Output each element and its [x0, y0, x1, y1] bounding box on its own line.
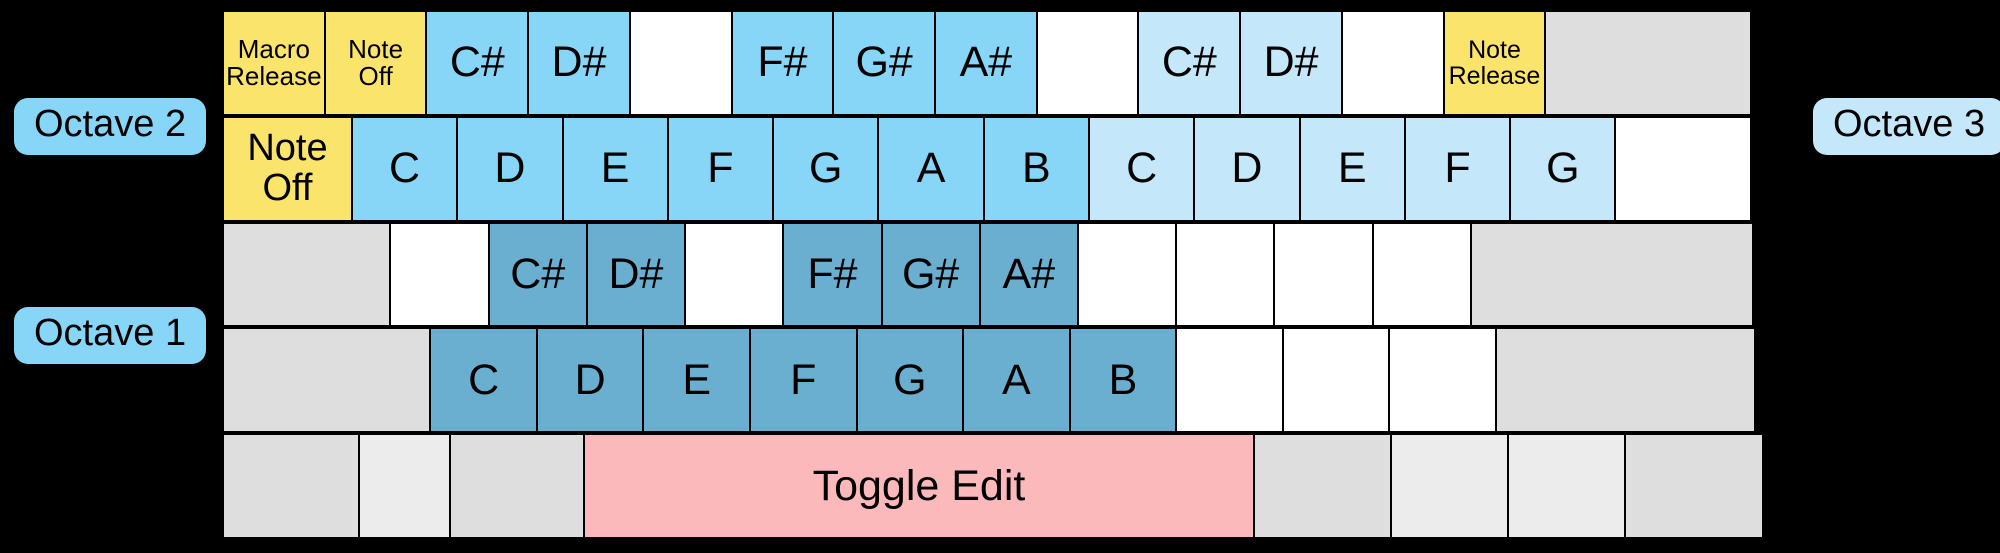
octave1-d[interactable]: D — [535, 327, 645, 434]
blank-key[interactable] — [1273, 221, 1374, 328]
unmapped-key[interactable] — [1469, 221, 1754, 328]
octave2-b[interactable]: B — [982, 115, 1090, 222]
unmapped-key[interactable] — [357, 433, 452, 539]
octave2-a-sharp[interactable]: A# — [934, 10, 1038, 116]
octave2-e[interactable]: E — [561, 115, 669, 222]
unmapped-key[interactable] — [222, 433, 360, 539]
blank-key[interactable] — [389, 221, 490, 328]
blank-key[interactable] — [1614, 115, 1752, 222]
octave2-d[interactable]: D — [456, 115, 564, 222]
octave1-c-sharp[interactable]: C# — [487, 221, 588, 328]
unmapped-key[interactable] — [449, 433, 585, 539]
unmapped-key[interactable] — [1544, 10, 1752, 116]
octave3-g[interactable]: G — [1509, 115, 1617, 222]
octave-1-label: Octave 1 — [14, 307, 207, 364]
octave2-g[interactable]: G — [772, 115, 880, 222]
unmapped-key[interactable] — [1494, 327, 1756, 434]
octave3-d[interactable]: D — [1193, 115, 1301, 222]
octave2-c-sharp[interactable]: C# — [425, 10, 530, 116]
octave1-d-sharp[interactable]: D# — [585, 221, 687, 328]
octave2-f[interactable]: F — [666, 115, 775, 222]
blank-key[interactable] — [1371, 221, 1472, 328]
octave-3-label: Octave 3 — [1813, 98, 2000, 155]
octave1-c[interactable]: C — [429, 327, 538, 434]
octave3-f[interactable]: F — [1403, 115, 1512, 222]
blank-key[interactable] — [1340, 10, 1445, 116]
unmapped-key[interactable] — [1390, 433, 1510, 539]
octave3-e[interactable]: E — [1298, 115, 1406, 222]
octave3-c[interactable]: C — [1087, 115, 1196, 222]
octave-2-label: Octave 2 — [14, 98, 207, 155]
octave1-f-sharp[interactable]: F# — [782, 221, 883, 328]
modifier-row: Toggle Edit — [222, 433, 1778, 541]
unmapped-key[interactable] — [1623, 433, 1764, 539]
blank-key[interactable] — [1281, 327, 1391, 434]
octave1-f[interactable]: F — [749, 327, 858, 434]
octave2-g-sharp[interactable]: G# — [832, 10, 937, 116]
blank-key[interactable] — [1076, 221, 1178, 328]
octave1-b[interactable]: B — [1068, 327, 1178, 434]
blank-key[interactable] — [1388, 327, 1497, 434]
unmapped-key[interactable] — [1507, 433, 1626, 539]
octave2-d-sharp[interactable]: D# — [527, 10, 631, 116]
unmapped-key[interactable] — [222, 221, 392, 328]
octave3-c-sharp[interactable]: C# — [1137, 10, 1242, 116]
octave2-f-sharp[interactable]: F# — [730, 10, 835, 116]
octave1-g[interactable]: G — [855, 327, 965, 434]
blank-key[interactable] — [1175, 327, 1284, 434]
toggle-edit[interactable]: Toggle Edit — [582, 433, 1256, 539]
octave2-a[interactable]: A — [877, 115, 985, 222]
octave1-e[interactable]: E — [642, 327, 751, 434]
blank-key[interactable] — [628, 10, 733, 116]
blank-key[interactable] — [684, 221, 785, 328]
blank-key[interactable] — [1035, 10, 1140, 116]
unmapped-key[interactable] — [222, 327, 432, 434]
octave2-c[interactable]: C — [350, 115, 459, 222]
octave1-a-sharp[interactable]: A# — [978, 221, 1079, 328]
octave3-d-sharp[interactable]: D# — [1239, 10, 1343, 116]
blank-key[interactable] — [1175, 221, 1276, 328]
unmapped-key[interactable] — [1253, 433, 1393, 539]
octave1-black-keys-row: C#D# F#G#A# — [222, 221, 1778, 330]
octave1-g-sharp[interactable]: G# — [880, 221, 981, 328]
octave1-a[interactable]: A — [962, 327, 1071, 434]
